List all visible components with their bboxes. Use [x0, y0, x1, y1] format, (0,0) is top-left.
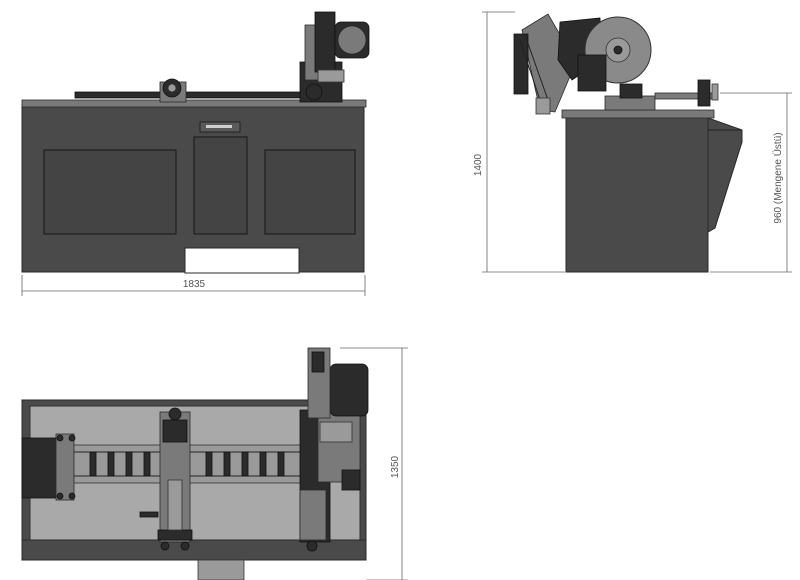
- front-vise-handwheel: [159, 78, 187, 103]
- front-saw-head: [299, 11, 370, 103]
- side-height-dimension: 1400: [473, 11, 565, 273]
- front-center-drawer: [193, 136, 248, 235]
- front-left-door: [43, 149, 177, 235]
- side-view: 1400 960 (Mengene Üstü): [473, 11, 792, 273]
- top-vise-carriage: [139, 407, 193, 551]
- top-depth-dimension: 1350: [340, 347, 408, 580]
- side-vise: [604, 79, 719, 111]
- side-chip-tray: [707, 117, 743, 233]
- side-vise-height-label: 960 (Mengene Üstü): [772, 132, 784, 223]
- side-vise-height-dimension: 960 (Mengene Üstü): [710, 92, 792, 273]
- top-support-foot: [197, 559, 245, 580]
- front-width-dimension: 1835: [21, 275, 366, 296]
- top-depth-label: 1350: [390, 455, 401, 478]
- side-height-label: 1400: [473, 153, 484, 176]
- front-cabinet-cutout: [184, 247, 300, 274]
- side-cabinet: [565, 115, 709, 273]
- top-view: 1350: [21, 347, 408, 580]
- top-saw-head: [299, 347, 369, 552]
- front-top-rail: [21, 99, 367, 108]
- front-view: 1835: [21, 11, 370, 296]
- front-width-label: 1835: [183, 279, 206, 290]
- front-right-door: [264, 149, 356, 235]
- top-front-strip: [21, 539, 367, 561]
- front-roller-track: [74, 91, 306, 99]
- top-feeder-block: [21, 433, 76, 501]
- side-table-plate: [561, 109, 715, 119]
- front-drawer-slot: [206, 125, 232, 128]
